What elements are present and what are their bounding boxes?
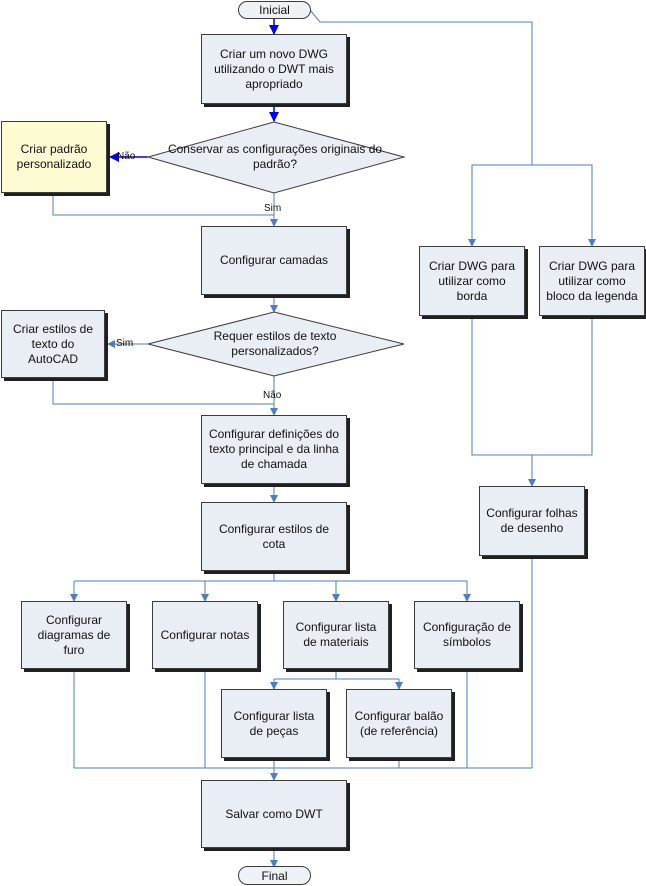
config-lista-materiais-box: Configurar lista de materiais [283,601,389,669]
label-sim-requer: Sim [116,338,134,349]
decision-conservar-text: Conservar as configurações originais do … [167,142,383,171]
connector [471,164,593,244]
criar-estilos-texto-box: Criar estilos de texto do AutoCAD [1,310,105,378]
decision-requer-text: Requer estilos de texto personalizados? [213,329,337,358]
start-terminal: Inicial [238,1,311,19]
config-lista-pecas-box: Configurar lista de peças [221,689,327,758]
config-diagramas-box: Configurar diagramas de furo [21,601,127,669]
config-folhas-box: Configurar folhas de desenho [479,486,585,556]
connector [52,378,274,405]
decision-conservar-diamond [146,121,406,194]
criar-dwg-box: Criar um novo DWG utilizando o DWT mais … [201,34,347,104]
salvar-dwt-box: Salvar como DWT [201,780,347,848]
connector [309,9,533,165]
label-sim-conservar: Sim [264,203,282,214]
config-simbolos-box: Configuração de símbolos [414,601,520,669]
criar-borda-box: Criar DWG para utilizar como borda [419,246,525,316]
decision-requer-diamond [147,311,405,377]
connector [471,316,593,456]
config-cota-box: Configurar estilos de cota [201,502,347,571]
label-nao-conservar: Não [117,151,136,162]
criar-padrao-box: Criar padrão personalizado [1,121,107,193]
connector [52,194,274,216]
criar-bloco-box: Criar DWG para utilizar como bloco da le… [539,246,645,316]
end-terminal: Final [238,866,311,885]
config-notas-box: Configurar notas [152,601,258,669]
config-texto-box: Configurar definições do texto principal… [201,415,347,484]
config-balao-box: Configurar balão (de referência) [346,689,452,758]
configurar-camadas-box: Configurar camadas [201,226,347,295]
label-nao-requer: Não [263,390,282,401]
